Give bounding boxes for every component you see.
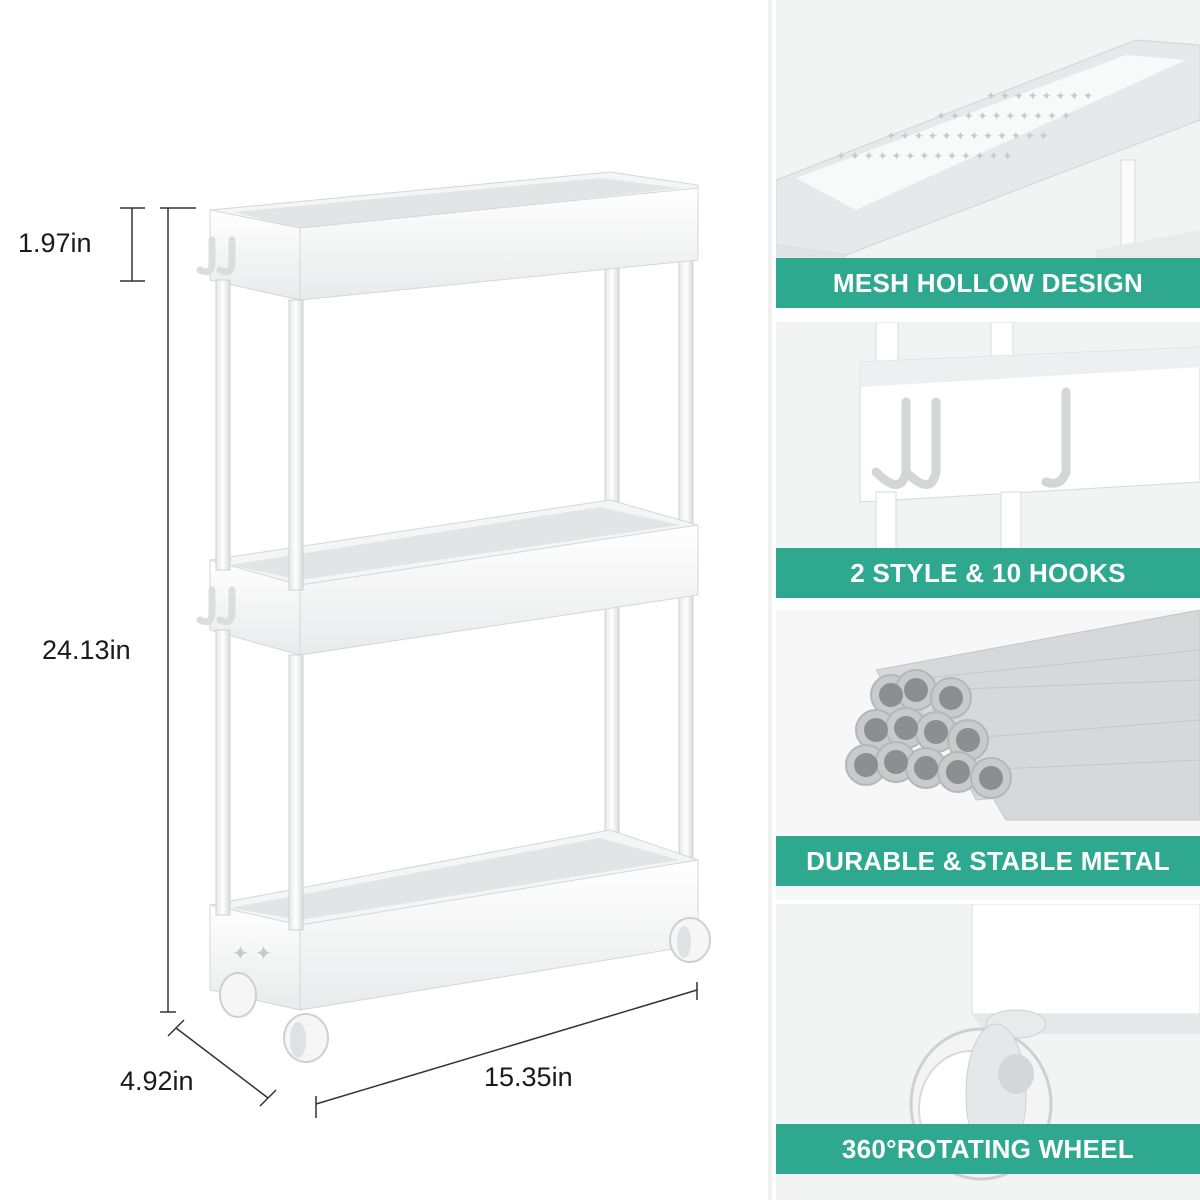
- dimension-lines: [120, 207, 698, 1118]
- middle-shelf: [209, 499, 699, 656]
- total-height-label: 24.13in: [42, 635, 131, 665]
- feature-banner-metal: DURABLE & STABLE METAL: [776, 836, 1200, 886]
- product-dimension-view: ✦ ✦ 1.97in 24.13in 4.92in 15.35in: [18, 171, 711, 1118]
- mesh-holes: ✦ ✦ ✦ ✦ ✦ ✦ ✦ ✦ ✦ ✦ ✦ ✦ ✦ ✦ ✦ ✦ ✦ ✦ ✦ ✦ …: [836, 89, 1093, 163]
- top-shelf: [209, 171, 699, 301]
- wheels: [219, 917, 711, 1063]
- feature-panel-mesh: ✦ ✦ ✦ ✦ ✦ ✦ ✦ ✦ ✦ ✦ ✦ ✦ ✦ ✦ ✦ ✦ ✦ ✦ ✦ ✦ …: [776, 0, 1200, 308]
- feature-panel-metal: DURABLE & STABLE METAL: [776, 610, 1200, 900]
- feature-banner-mesh: MESH HOLLOW DESIGN: [776, 258, 1200, 308]
- divider: [768, 0, 772, 1200]
- storage-cart-illustration: ✦ ✦: [120, 171, 711, 1118]
- front-poles: [215, 279, 304, 931]
- svg-text:✦ ✦: ✦ ✦: [232, 941, 272, 965]
- shelf-height-label: 1.97in: [18, 228, 92, 258]
- feature-panel-hooks: 2 STYLE & 10 HOOKS: [776, 322, 1200, 598]
- feature-panel-wheel: 360°ROTATING WHEEL: [776, 904, 1200, 1200]
- hooks: [196, 236, 236, 626]
- svg-text:✦ ✦ ✦ ✦ ✦ ✦ ✦ ✦ ✦ ✦ ✦ ✦: ✦ ✦ ✦ ✦ ✦ ✦ ✦ ✦ ✦ ✦ ✦ ✦: [886, 129, 1049, 143]
- tube-holes: [854, 678, 1003, 790]
- hook-shapes: [871, 387, 1071, 489]
- svg-text:✦ ✦ ✦ ✦ ✦ ✦ ✦ ✦ ✦ ✦ ✦ ✦ ✦: ✦ ✦ ✦ ✦ ✦ ✦ ✦ ✦ ✦ ✦ ✦ ✦ ✦: [836, 149, 1012, 163]
- width-label: 15.35in: [484, 1062, 573, 1092]
- depth-label: 4.92in: [120, 1066, 194, 1096]
- bottom-shelf: ✦ ✦: [209, 829, 699, 1011]
- feature-banner-wheel: 360°ROTATING WHEEL: [776, 1124, 1200, 1174]
- feature-banner-hooks: 2 STYLE & 10 HOOKS: [776, 548, 1200, 598]
- svg-text:✦ ✦ ✦ ✦ ✦ ✦ ✦ ✦ ✦ ✦: ✦ ✦ ✦ ✦ ✦ ✦ ✦ ✦ ✦ ✦: [936, 109, 1071, 123]
- svg-text:✦ ✦ ✦ ✦ ✦ ✦ ✦ ✦: ✦ ✦ ✦ ✦ ✦ ✦ ✦ ✦: [986, 89, 1093, 103]
